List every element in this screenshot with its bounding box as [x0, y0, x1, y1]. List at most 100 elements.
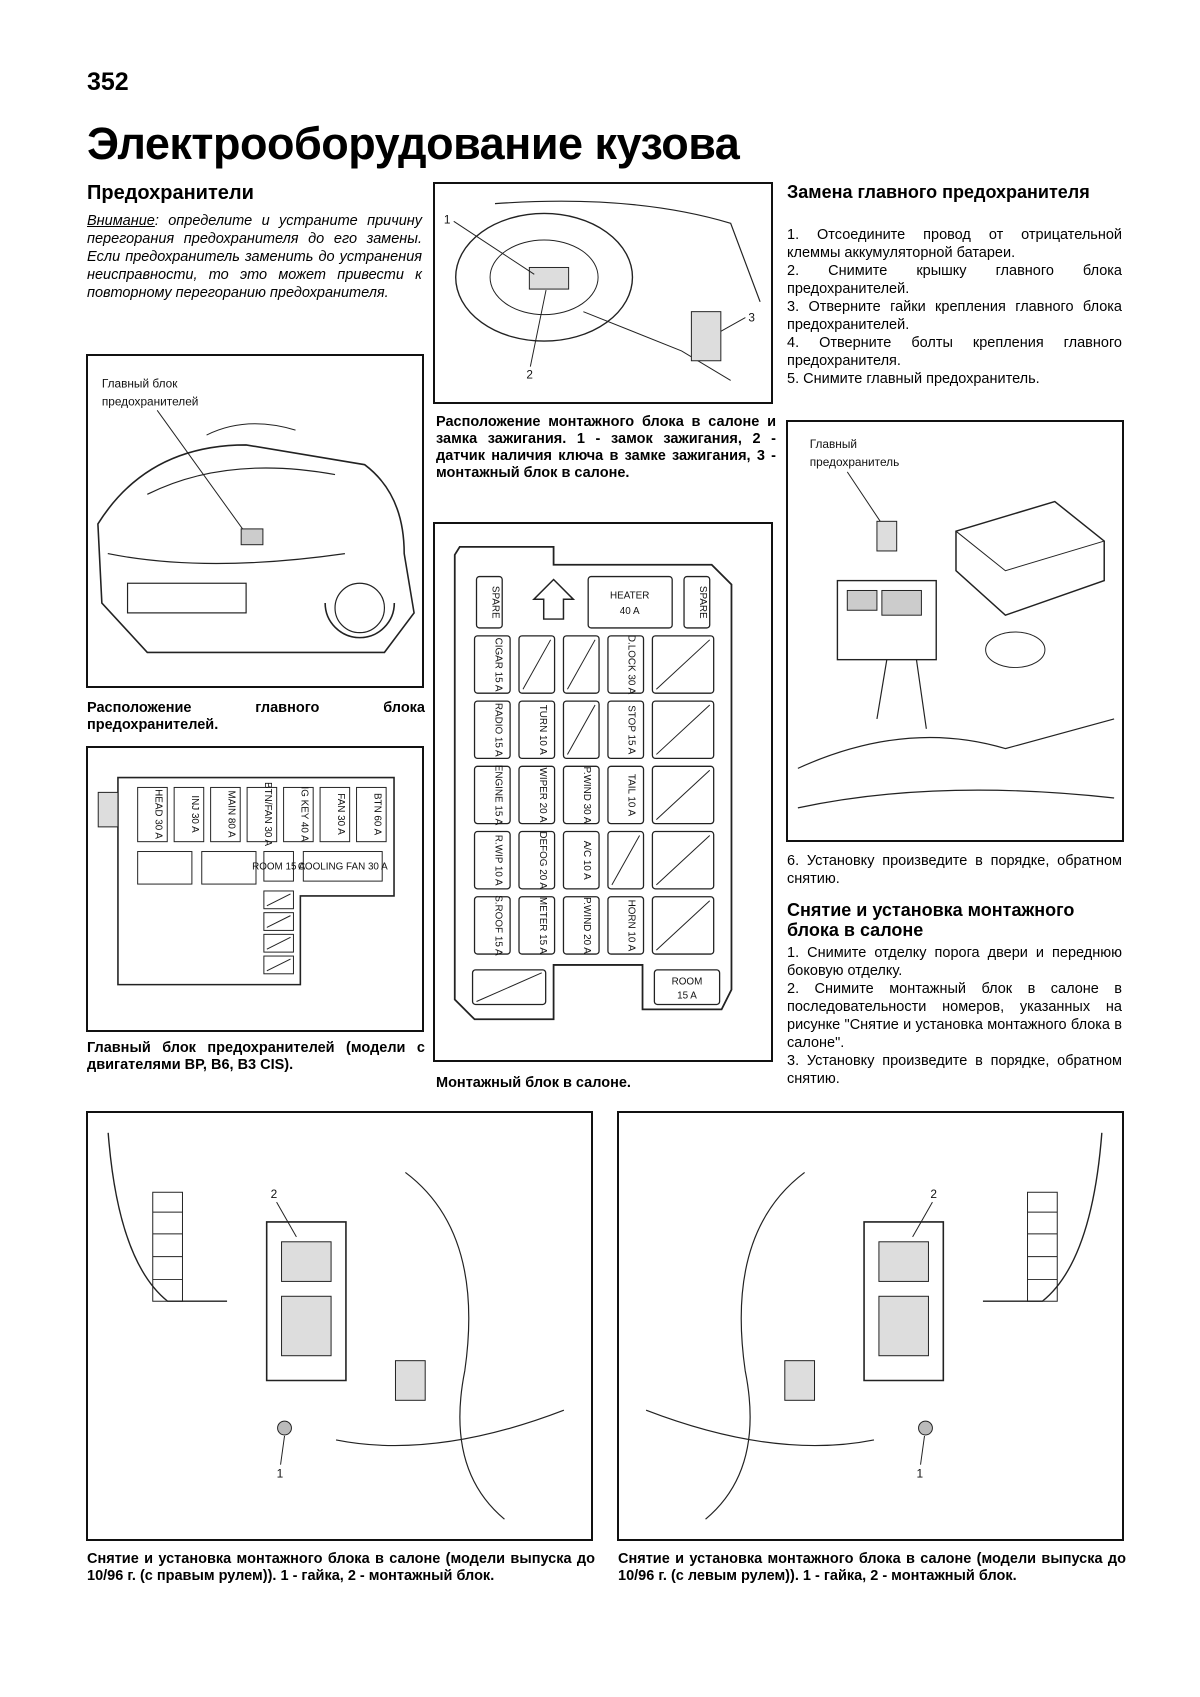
main-fuse-label: IG KEY 40 A: [298, 786, 309, 842]
fig2-caption: Главный блок предохранителей (модели с д…: [87, 1040, 425, 1073]
fuse-slot: [607, 830, 645, 890]
interior-block-steps: 1. Снимите отделку порога двери и передн…: [787, 944, 1122, 1088]
empty-slot-mark: [656, 769, 711, 821]
rhd-callout-2: 2: [271, 1187, 278, 1201]
fuse-slot: [473, 635, 511, 694]
dashboard-illustration: 1 2 3: [444, 200, 761, 381]
fuse-label: D.LOCK 30 A: [626, 635, 637, 695]
lhd-removal-illustration: 2 1: [645, 1132, 1103, 1520]
warning-text: : определите и устраните причину перегор…: [87, 213, 422, 301]
empty-slot-mark: [266, 958, 291, 972]
empty-slot-mark: [656, 704, 711, 755]
section-heading-fuses: Предохранители: [87, 182, 254, 204]
fig5-label-1: Главный: [810, 437, 857, 451]
fuse-slot: [562, 765, 600, 825]
rhd-removal-illustration: 2 1: [107, 1132, 565, 1520]
fuse-label: WIPER 20 A: [537, 768, 548, 823]
fig3-callout-1: 1: [444, 213, 451, 226]
figure-ignition-location: 1 2 3: [433, 182, 773, 404]
empty-slot-mark: [522, 639, 552, 690]
step-1: 1. Отсоедините провод от отрицательной к…: [787, 227, 1122, 261]
fuse-label: P.WIND 20 A: [581, 897, 592, 954]
figure-main-fuse-replacement: Главный предохранитель: [786, 420, 1124, 842]
fig3-callout-3: 3: [748, 311, 755, 324]
fuse-slot: [651, 765, 715, 825]
heater-label: HEATER: [610, 590, 649, 601]
step-4: 4. Отверните болты крепления главного пр…: [787, 335, 1122, 369]
fuse-label: STOP 15 A: [626, 705, 637, 754]
fuse-slot: [607, 635, 645, 694]
main-fuse-blank-slot: [263, 912, 294, 931]
main-fuse-slot: [246, 786, 278, 843]
warning-paragraph: Внимание: определите и устраните причину…: [87, 212, 422, 302]
empty-slot-mark: [566, 704, 596, 755]
main-fuse-steps: 1. Отсоедините провод от отрицательной к…: [787, 226, 1122, 388]
room-amp: 15 A: [677, 991, 697, 1002]
fuse-label: S.ROOF 15 A: [492, 895, 503, 956]
main-fuse-small-slot: [302, 851, 383, 882]
main-fuse-slot: [283, 786, 314, 843]
main-fuse-slot: [319, 786, 351, 843]
step-2: 2. Снимите крышку главного блока предохр…: [787, 263, 1122, 297]
main-fuse-blank-slot: [263, 933, 294, 953]
figure-removal-lhd: 2 1: [617, 1111, 1124, 1541]
fuse-slot: [473, 765, 511, 825]
fuse-label: TURN 10 A: [537, 705, 548, 755]
step-5: 5. Снимите главный предохранитель.: [787, 371, 1040, 387]
main-fuse-slot: [137, 786, 168, 843]
fig1-label-1: Главный блок: [102, 377, 178, 391]
fig1-caption: Расположение главного блока предохраните…: [87, 700, 425, 733]
fuse-slot: [518, 765, 556, 825]
warning-label: Внимание: [87, 213, 155, 229]
fuse-slot: [651, 896, 715, 955]
fuse-slot: [473, 700, 511, 760]
fuse-label: P.WIND 30 A: [581, 767, 592, 824]
step-b3: 3. Установку произведите в порядке, обра…: [787, 1053, 1122, 1087]
empty-slot-mark: [266, 936, 291, 950]
fuse-slot: [562, 896, 600, 955]
fig5-label-2: предохранитель: [810, 455, 900, 469]
step-b2: 2. Снимите монтажный блок в салоне в пос…: [787, 981, 1122, 1051]
fuse-slot: [651, 635, 715, 694]
empty-slot-mark: [611, 835, 640, 886]
fuse-slot: [473, 830, 511, 890]
main-fuse-small-slot: [263, 851, 294, 882]
main-fuse-blank-slot: [263, 955, 294, 975]
fuse-label: DEFOG 20 A: [537, 831, 548, 889]
empty-slot-mark: [656, 639, 711, 690]
empty-slot-mark: [266, 893, 291, 907]
spare-right-label: SPARE: [697, 586, 708, 619]
fuse-label: R.WIP 10 A: [492, 835, 503, 886]
empty-slot-mark: [566, 639, 596, 690]
main-fuse-label: MAIN 80 A: [225, 790, 236, 838]
fuse-slot: [651, 830, 715, 890]
room-label: ROOM: [672, 977, 703, 988]
figure-main-fuse-location: Главный блок предохранителей: [86, 354, 424, 688]
main-fuse-label: HEAD 30 A: [152, 789, 163, 839]
empty-slot-mark: [656, 835, 711, 886]
fuse-slot: [518, 896, 556, 955]
section-heading-main-fuse: Замена главного предохранителя: [787, 182, 1090, 202]
fuse-label: CIGAR 15 A: [492, 638, 503, 692]
fuse-slot: [562, 635, 600, 694]
main-fuse-label: FAN 30 A: [335, 793, 346, 835]
main-fuse-illustration: Главный предохранитель: [797, 437, 1115, 809]
main-fuse-blank-slot: [263, 890, 294, 910]
fuse-label: HORN 10 A: [626, 900, 637, 952]
section-heading-interior-block: Снятие и установка монтажного блока в са…: [787, 900, 1075, 940]
spare-left-label: SPARE: [489, 586, 500, 619]
fuse-slot: [607, 700, 645, 760]
rhd-caption: Снятие и установка монтажного блока в са…: [87, 1551, 595, 1584]
fuse-slot: [562, 700, 600, 760]
page-number: 352: [87, 68, 129, 96]
step-b1: 1. Снимите отделку порога двери и передн…: [787, 945, 1122, 979]
main-fuse-small-label: COOLING FAN 30 A: [298, 861, 388, 872]
figure-removal-rhd: 2 1: [86, 1111, 593, 1541]
fuse-slot: [518, 635, 556, 694]
main-fuse-label: BTN 60 A: [371, 793, 382, 836]
fuse-label: TAIL 10 A: [626, 774, 637, 817]
lhd-caption: Снятие и установка монтажного блока в са…: [618, 1551, 1126, 1584]
page-title: Электрооборудование кузова: [87, 118, 740, 169]
step-6: 6. Установку произведите в порядке, обра…: [787, 853, 1122, 887]
